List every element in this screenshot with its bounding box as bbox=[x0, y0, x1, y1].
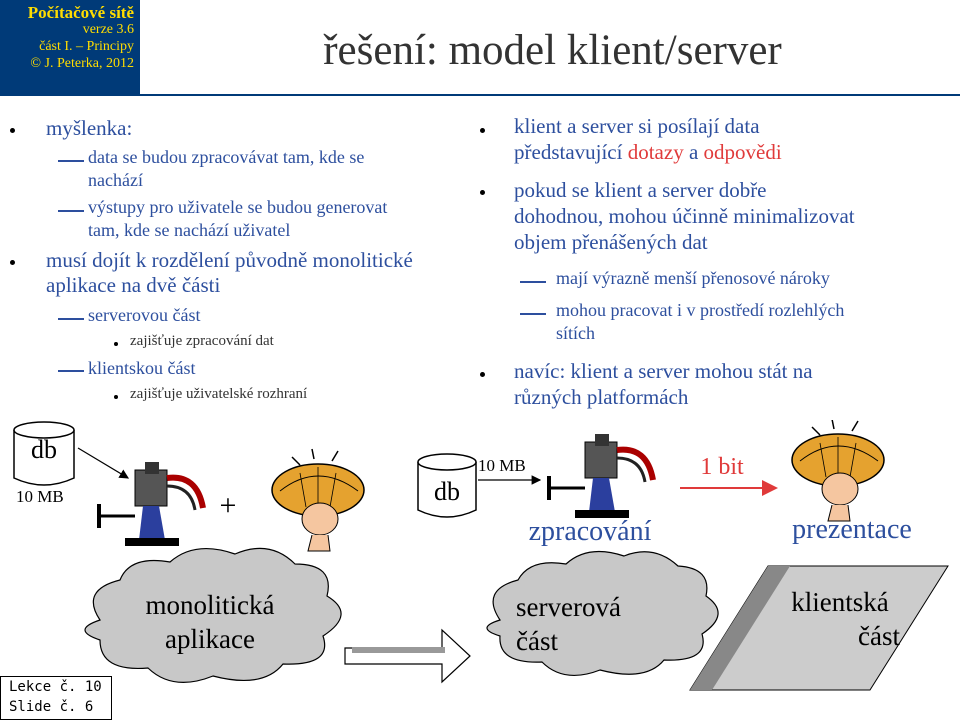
dash-icon bbox=[58, 210, 84, 212]
left-bullet-split-line2: aplikace na dvě části bbox=[46, 273, 221, 297]
right-bullet-data-line2: představující dotazy a odpovědi bbox=[514, 140, 782, 165]
client-part-line2: část bbox=[858, 621, 900, 651]
header-divider bbox=[0, 94, 960, 96]
diagram: db 10 MB + db 10 MB 1 bbox=[13, 420, 949, 691]
left-bullet-idea: myšlenka: bbox=[46, 116, 133, 140]
bit-label: 1 bit bbox=[700, 454, 744, 480]
shape-shadow bbox=[690, 566, 790, 690]
bullet-icon bbox=[114, 342, 118, 346]
left-item-server: zajišťuje zpracování dat bbox=[130, 333, 274, 349]
db-label-left: db bbox=[31, 435, 57, 464]
author-label: © J. Peterka, 2012 bbox=[30, 56, 134, 71]
right-sub-requirements: mají výrazně menší přenosové nároky bbox=[556, 268, 830, 288]
right-bullet-platforms-line1: navíc: klient a server mohou stát na bbox=[514, 359, 813, 383]
right-sub-wan-line2: sítích bbox=[556, 323, 595, 343]
left-item-client: zajišťuje uživatelské rozhraní bbox=[130, 386, 308, 402]
db-label-mid: db bbox=[434, 477, 460, 506]
cloud-monolith-line2: aplikace bbox=[165, 624, 255, 654]
lecture-number: Lekce č. 10 bbox=[9, 679, 102, 695]
right-bullet-platforms-line2: různých platformách bbox=[514, 385, 689, 409]
client-part-line1: klientská bbox=[791, 587, 889, 617]
server-machine-icon bbox=[97, 462, 206, 546]
course-header: Počítačové sítě verze 3.6 část I. – Prin… bbox=[0, 0, 140, 94]
client-part-label: klientská část bbox=[770, 585, 910, 653]
left-sub-outputs-line1: výstupy pro uživatele se budou generovat bbox=[88, 197, 388, 217]
cloud-server-line2: část bbox=[516, 626, 558, 656]
right-bullet-agree-line2: dohodnou, mohou účinně minimalizovat bbox=[514, 204, 855, 228]
slide-stamp: Lekce č. 10 Slide č. 6 bbox=[0, 676, 112, 720]
cloud-monolith-line1: monolitická bbox=[145, 590, 275, 620]
right-bullet-data-line1: klient a server si posílají data bbox=[514, 114, 760, 138]
bullet-icon bbox=[114, 395, 118, 399]
right-bullet-agree-line1: pokud se klient a server dobře bbox=[514, 178, 767, 202]
left-sub-data-line2: nachází bbox=[88, 170, 143, 190]
answers-text: odpovědi bbox=[703, 140, 782, 164]
user-person-icon bbox=[791, 420, 885, 522]
bullet-icon bbox=[10, 128, 15, 133]
version-label: verze 3.6 bbox=[82, 22, 134, 37]
database-icon bbox=[13, 421, 75, 486]
plus-sign: + bbox=[220, 489, 237, 522]
dash-icon bbox=[58, 318, 84, 320]
right-bullet-agree-line3: objem přenášených dat bbox=[514, 230, 708, 254]
cloud-monolith-label: monolitická aplikace bbox=[120, 588, 300, 656]
part-label: část I. – Principy bbox=[39, 39, 134, 54]
size-label-mid: 10 MB bbox=[478, 456, 526, 475]
cloud-shape-monolith bbox=[84, 547, 342, 683]
left-sub-outputs-line2: tam, kde se nachází uživatel bbox=[88, 220, 291, 240]
course-name: Počítačové sítě bbox=[27, 3, 134, 22]
user-person-icon bbox=[271, 448, 365, 552]
processing-label: zpracování bbox=[529, 516, 652, 547]
bullet-icon bbox=[480, 190, 485, 195]
bullet-icon bbox=[10, 260, 15, 265]
dash-icon bbox=[520, 281, 546, 283]
big-arrow-icon bbox=[344, 628, 471, 684]
right-sub-wan-line1: mohou pracovat i v prostředí rozlehlých bbox=[556, 300, 845, 320]
cloud-server-line1: serverová bbox=[516, 592, 621, 622]
database-icon bbox=[417, 453, 477, 518]
left-sub-server: serverovou část bbox=[88, 305, 201, 325]
left-bullet-split-line1: musí dojít k rozdělení původně monolitic… bbox=[46, 248, 413, 272]
bullet-icon bbox=[480, 372, 485, 377]
slide-title: řešení: model klient/server bbox=[323, 27, 782, 74]
left-sub-client: klientskou část bbox=[88, 358, 196, 378]
slide-number: Slide č. 6 bbox=[9, 699, 94, 715]
cloud-shape-server bbox=[486, 550, 719, 676]
cloud-server-label: serverová část bbox=[516, 590, 656, 658]
queries-text: dotazy bbox=[627, 140, 684, 164]
dash-icon bbox=[520, 313, 546, 315]
presentation-label: prezentace bbox=[792, 514, 912, 545]
dash-icon bbox=[58, 160, 84, 162]
bullet-icon bbox=[480, 128, 485, 133]
text-span: a bbox=[683, 140, 704, 164]
text-span: představující bbox=[514, 140, 628, 164]
left-sub-data-line1: data se budou zpracovávat tam, kde se bbox=[88, 147, 365, 167]
dash-icon bbox=[58, 370, 84, 372]
size-label-left: 10 MB bbox=[16, 487, 64, 506]
server-machine-icon bbox=[547, 434, 656, 518]
arrow-icon bbox=[77, 447, 130, 479]
